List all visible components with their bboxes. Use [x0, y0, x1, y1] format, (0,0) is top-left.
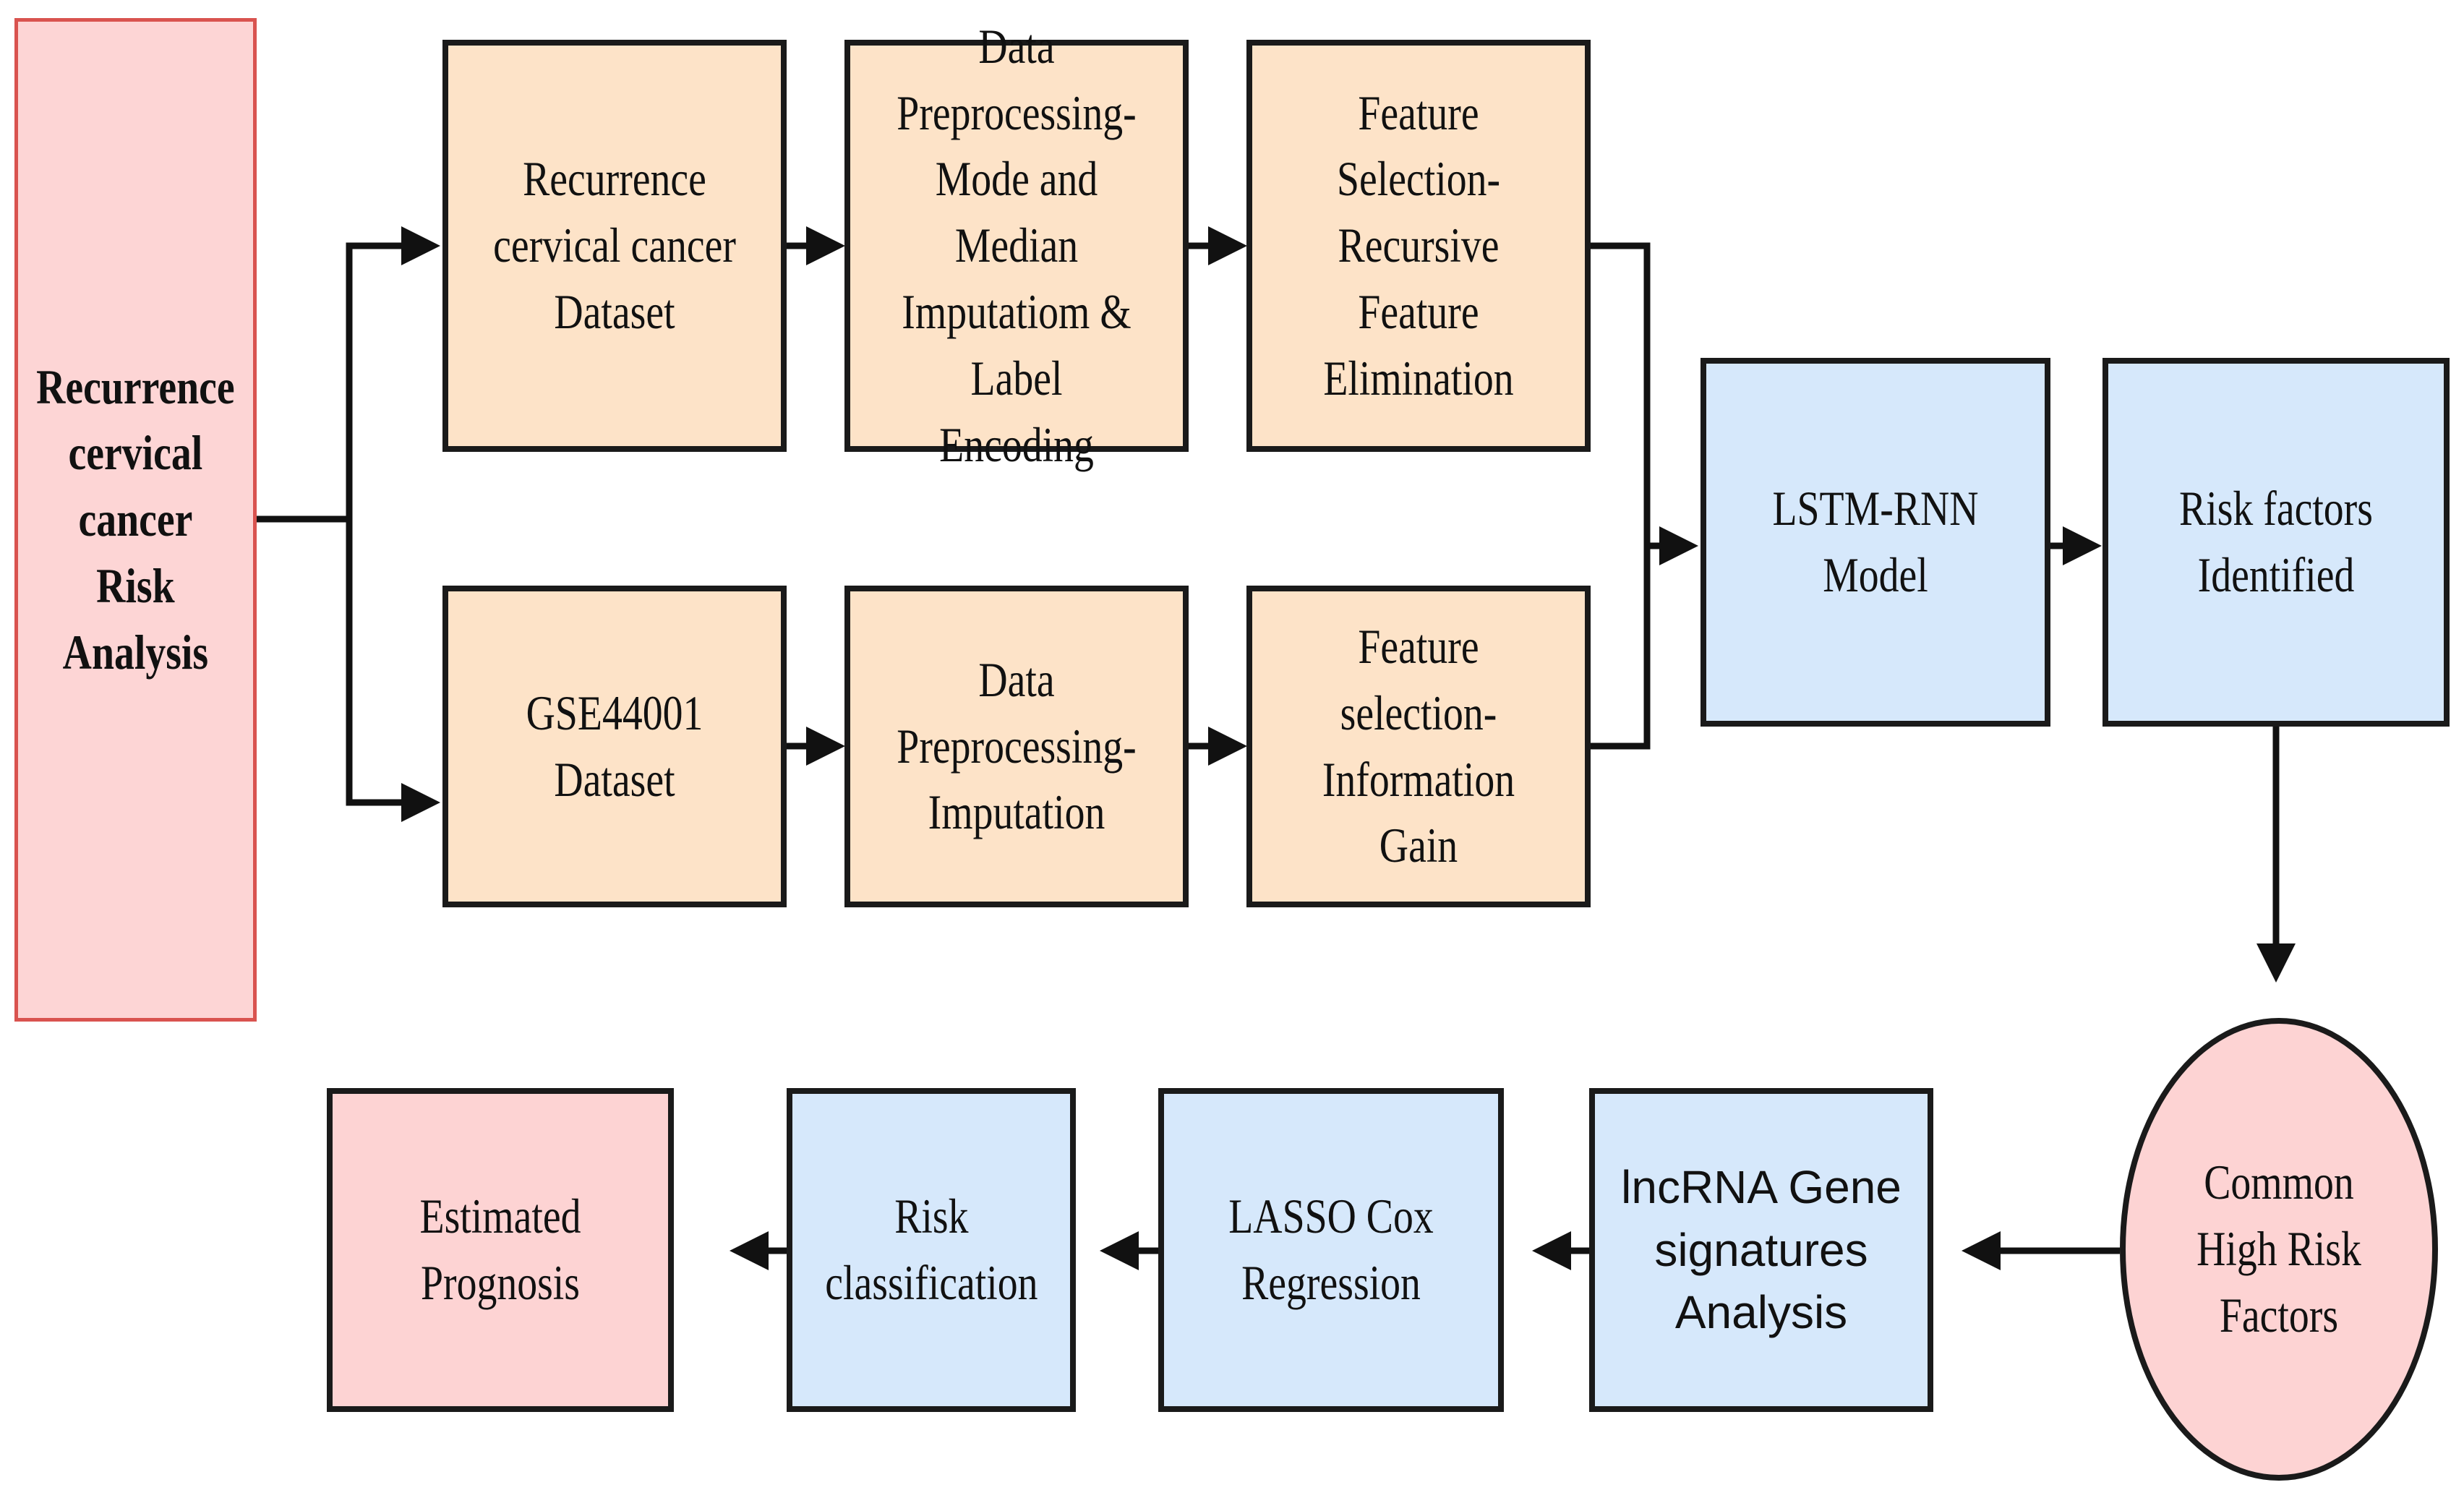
feature-info-gain-node: Feature selection-Information Gain — [1246, 586, 1591, 907]
estimated-prognosis-node: Estimated Prognosis — [327, 1088, 674, 1412]
start-label: Recurrence cervical cancer Risk Analysis — [36, 359, 235, 680]
lstm-model-node: LSTM-RNN Model — [1701, 358, 2050, 727]
lstm-model-label: LSTM-RNN Model — [1772, 481, 1979, 602]
preprocess-mode-median-label: Data Preprocessing-Mode and Median Imput… — [897, 18, 1137, 472]
start-node: Recurrence cervical cancer Risk Analysis — [14, 18, 257, 1022]
feature-rfe-node: Feature Selection-Recursive Feature Elim… — [1246, 40, 1591, 452]
common-high-risk-node: Common High Risk Factors — [2120, 1018, 2438, 1481]
arrow-infogain-merge — [1591, 546, 1651, 750]
gse-dataset-node: GSE44001 Dataset — [442, 586, 787, 907]
recurrence-dataset-label: Recurrence cervical cancer Dataset — [493, 151, 736, 339]
risk-classification-label: Risk classification — [824, 1189, 1038, 1310]
preprocess-imputation-label: Data Preprocessing-Imputation — [897, 651, 1137, 840]
estimated-prognosis-label: Estimated Prognosis — [419, 1189, 581, 1310]
arrow-rfe-merge — [1591, 242, 1651, 546]
lasso-cox-label: LASSO Cox Regression — [1228, 1189, 1434, 1310]
preprocess-mode-median-node: Data Preprocessing-Mode and Median Imput… — [844, 19, 1189, 472]
gse-dataset-label: GSE44001 Dataset — [526, 685, 703, 807]
risk-factors-identified-label: Risk factors Identified — [2179, 481, 2373, 602]
preprocess-imputation-node: Data Preprocessing-Imputation — [844, 586, 1189, 907]
feature-info-gain-label: Feature selection-Information Gain — [1322, 618, 1515, 873]
lasso-cox-node: LASSO Cox Regression — [1158, 1088, 1504, 1412]
common-high-risk-label: Common High Risk Factors — [2196, 1155, 2361, 1343]
arrow-start-to-gse-dataset — [346, 519, 440, 822]
risk-classification-node: Risk classification — [787, 1088, 1076, 1412]
lncrna-analysis-label: lncRNA Gene signatures Analysis — [1621, 1161, 1902, 1339]
recurrence-dataset-node: Recurrence cervical cancer Dataset — [442, 40, 787, 452]
feature-rfe-label: Feature Selection-Recursive Feature Elim… — [1323, 85, 1514, 406]
lncrna-analysis-node: lncRNA Gene signatures Analysis — [1589, 1088, 1933, 1412]
arrow-start-to-recurrence-dataset — [346, 226, 440, 519]
risk-factors-identified-node: Risk factors Identified — [2102, 358, 2450, 727]
